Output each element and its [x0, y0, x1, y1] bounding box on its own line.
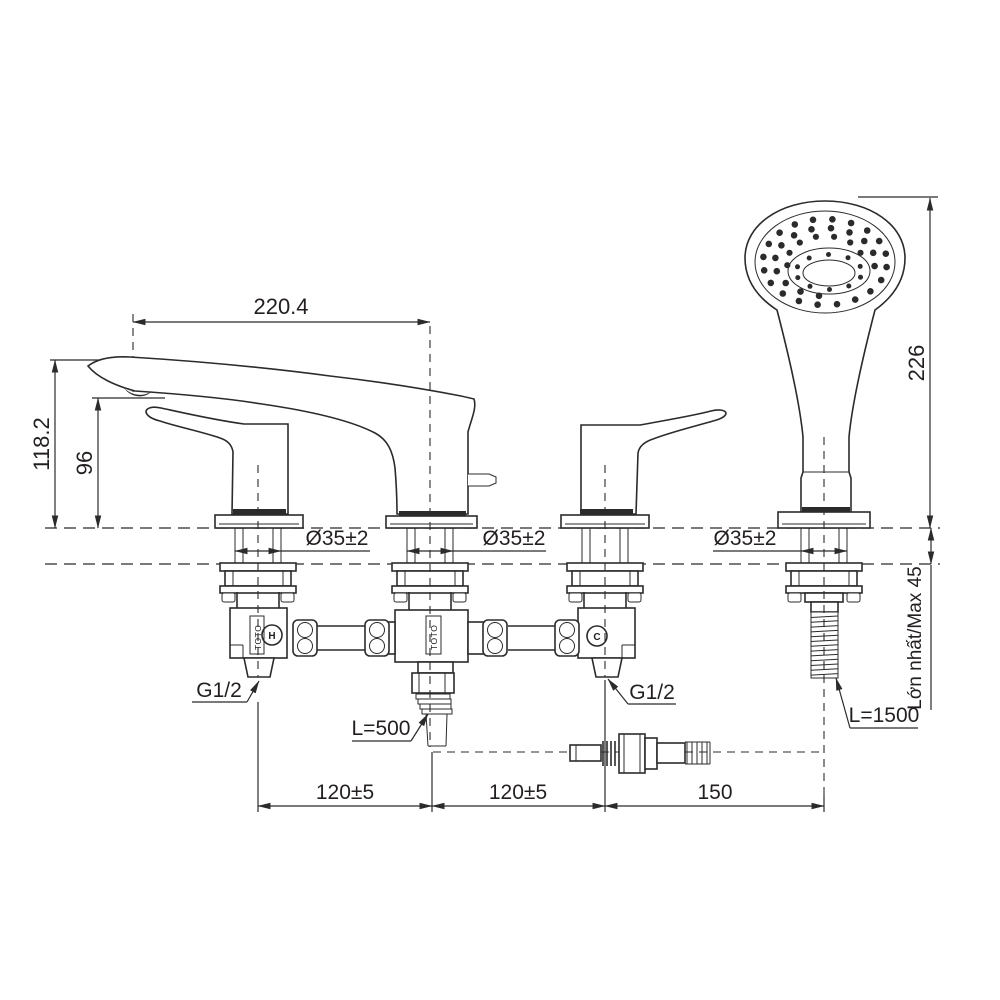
dim-center-hose-label: L=500: [352, 717, 411, 740]
dim-spout-reach-label: 220.4: [253, 294, 308, 319]
centerlines: [257, 326, 825, 795]
dim-handshower-height: 226: [904, 197, 934, 529]
dim-thread-right: G1/2: [607, 678, 676, 705]
hot-handle-flange: [214, 514, 304, 529]
dim-shower-hose-length: L=1500: [835, 677, 920, 729]
dim-spacing-shower-label: 150: [697, 781, 732, 804]
bathtub-spout: [86, 356, 497, 529]
cold-handle: [560, 409, 727, 529]
hot-marker-knob: [261, 624, 283, 646]
shower-nozzle-dots: [760, 216, 890, 309]
cold-marker-knob: [586, 625, 608, 647]
dim-handle-height-label: 96: [72, 451, 97, 475]
brand-label-tee: TOTO: [429, 625, 439, 650]
dim-shower-hose-label: L=1500: [849, 704, 920, 727]
supply-pipes: [292, 619, 580, 657]
wall-union-fitting: [569, 733, 711, 774]
center-hose: [415, 693, 453, 747]
hose-nut: [411, 672, 455, 694]
dim-spout-reach: 220.4: [132, 294, 431, 326]
mounting-shanks: [234, 528, 848, 563]
brand-strip-tee: [425, 615, 442, 655]
dim-hole-spacing: 120±5 120±5 150: [257, 781, 825, 810]
dim-spacing-center-label: 120±5: [489, 781, 547, 804]
dim-deck-thickness-label: Lớn nhất/Max 45: [905, 566, 926, 709]
shower-face: [754, 210, 896, 314]
hot-handle: [145, 406, 304, 529]
dim-thread-left: G1/2: [192, 679, 260, 703]
dim-hole-shower-label: Ø35±2: [714, 527, 777, 550]
dim-deck-thickness: Lớn nhất/Max 45: [905, 527, 935, 710]
dim-handle-height: 96: [72, 397, 102, 529]
hot-marker-letter: H: [268, 631, 275, 642]
dim-hole-center: Ø35±2: [406, 527, 546, 555]
dim-hole-left-label: Ø35±2: [306, 527, 369, 550]
hand-shower: [744, 200, 906, 529]
dim-thread-right-label: G1/2: [629, 681, 675, 704]
dim-spacing-left-label: 120±5: [316, 781, 374, 804]
brand-strip-hot: [249, 615, 265, 655]
cold-marker-letter: C: [593, 632, 600, 643]
thread-end: [685, 741, 711, 765]
spout-diverter-tab: [468, 473, 497, 487]
dim-handshower-height-label: 226: [904, 345, 929, 382]
cold-inlet-nipple: [591, 657, 623, 678]
shower-center-ring: [787, 247, 871, 295]
dim-hole-shower: Ø35±2: [713, 527, 848, 555]
dim-thread-left-label: G1/2: [196, 679, 242, 702]
dim-spout-height: 118.2: [29, 359, 59, 529]
spout-flange: [385, 515, 478, 529]
dim-hole-center-label: Ø35±2: [483, 527, 546, 550]
cold-valve-body: C: [577, 607, 636, 678]
dim-hole-left: Ø35±2: [234, 527, 370, 555]
hot-inlet-nipple: [243, 657, 275, 678]
dim-center-hose-length: L=500: [352, 713, 429, 742]
dim-spout-height-label: 118.2: [29, 417, 54, 470]
locknut-assemblies: [219, 562, 863, 613]
dimensions: 220.4 118.2 96 226 Lớn nhất/Max 45 Ø35±2…: [29, 197, 935, 810]
